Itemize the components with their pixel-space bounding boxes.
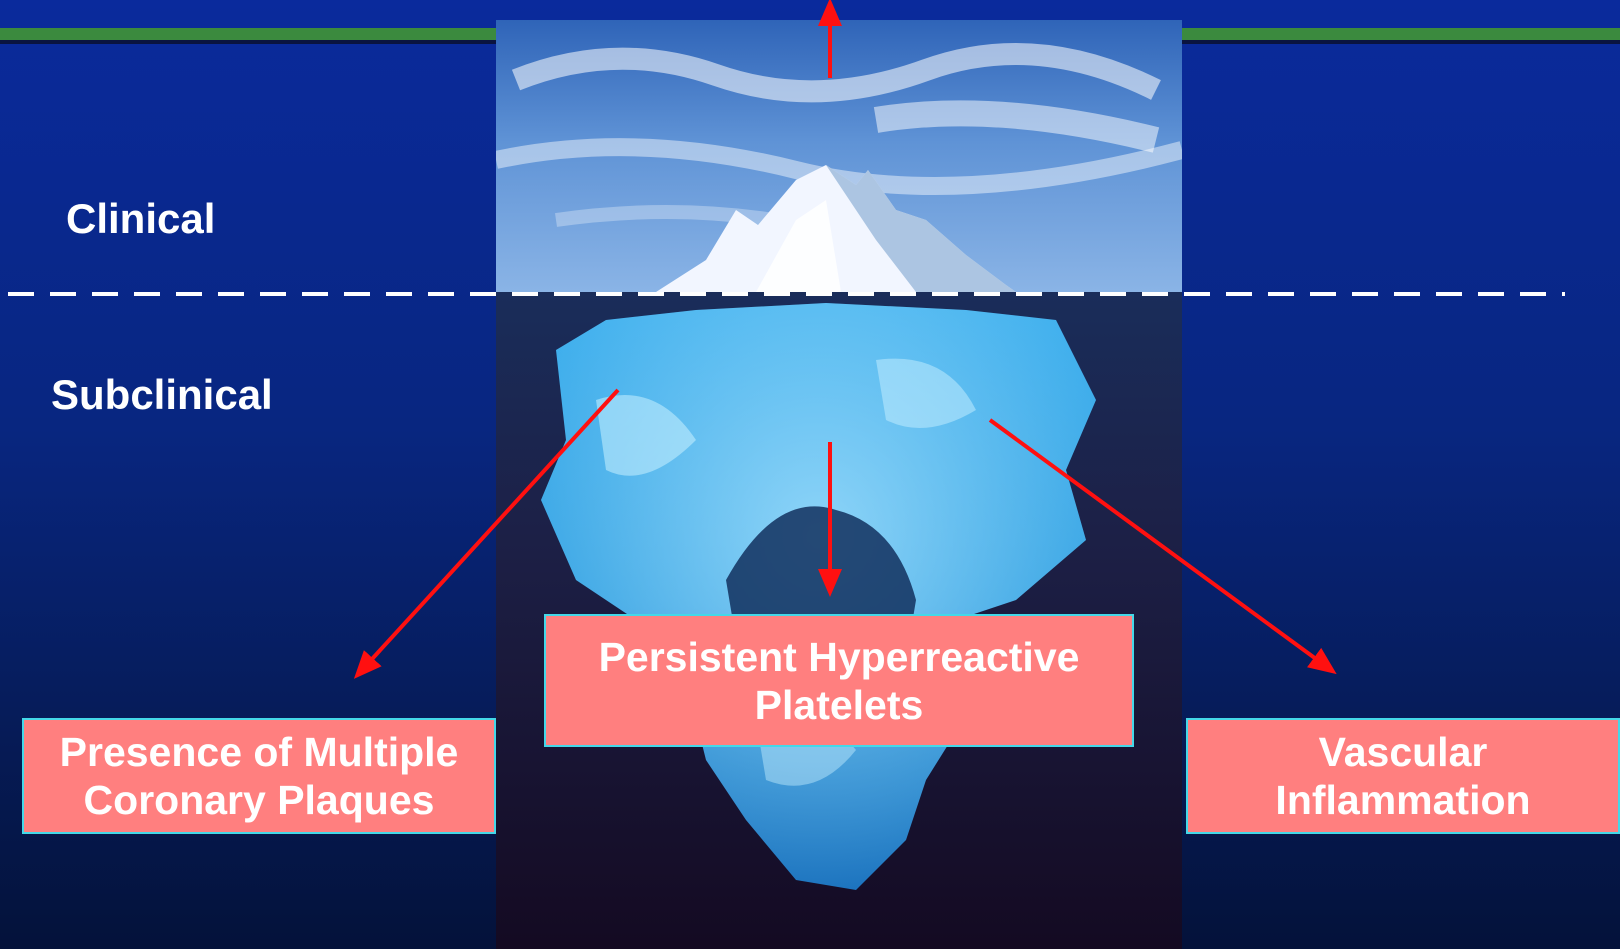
factor-box-plaques: Presence of Multiple Coronary Plaques xyxy=(22,718,496,834)
factor-box-inflammation: Vascular Inflammation xyxy=(1186,718,1620,834)
stage-label-clinical: Clinical xyxy=(66,198,215,240)
factor-box-platelets: Persistent Hyperreactive Platelets xyxy=(544,614,1134,747)
stage-label-subclinical: Subclinical xyxy=(51,374,273,416)
